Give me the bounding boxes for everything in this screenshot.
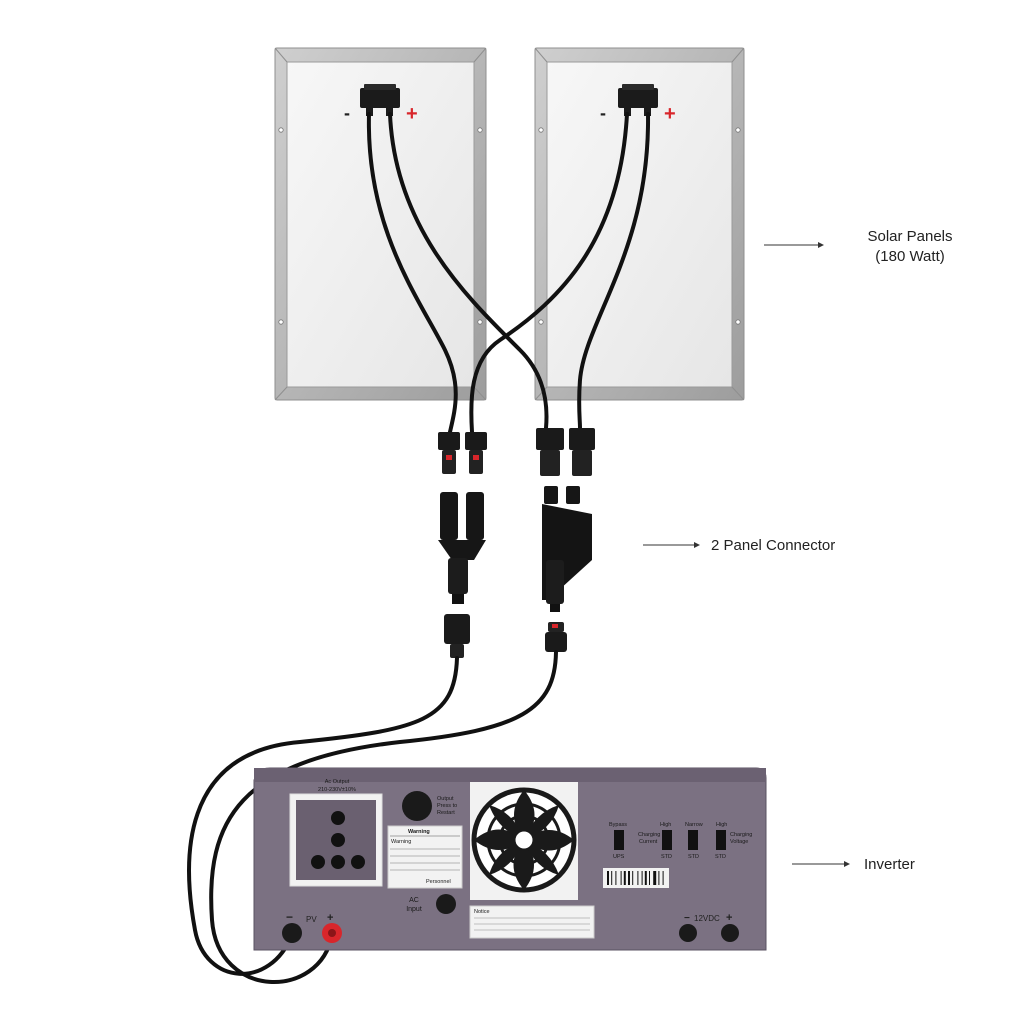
dc-plus-sign: + [726, 912, 732, 924]
mc4-connectors-left [438, 432, 487, 474]
dc-negative-terminal[interactable] [679, 924, 697, 942]
ac-output-voltage: 210-230V±10% [318, 787, 356, 793]
solar-panel-left: - + [274, 47, 487, 401]
callout-inverter: Inverter [792, 856, 915, 873]
warning-text: Warning [391, 839, 411, 845]
barcode-bar [658, 871, 660, 885]
barcode-bar [623, 871, 626, 885]
positive-terminal-label: + [664, 103, 676, 125]
pv-negative-terminal[interactable] [282, 923, 302, 943]
panel-cables [366, 112, 651, 434]
mc4-connectors-right [536, 428, 595, 476]
charging-current-switch[interactable]: High Charging Current STD [638, 822, 672, 860]
switch-top-label: High [716, 822, 727, 828]
cooling-fan [470, 782, 578, 900]
switch-bottom-label: STD [688, 854, 699, 860]
narrow-switch[interactable]: Narrow STD [685, 822, 703, 860]
notice-label: Notice [469, 905, 595, 939]
dc-terminals: − 12VDC + [679, 912, 739, 942]
switch-top-label: High [660, 822, 671, 828]
switch-top-label: Bypass [609, 822, 627, 828]
barcode-bar [649, 871, 650, 885]
switch-mid-label: Charging [730, 832, 752, 838]
negative-terminal-label: - [344, 103, 350, 123]
switch-bottom-label: STD [715, 854, 726, 860]
barcode-bar [641, 871, 643, 885]
switch-bottom-label: STD [661, 854, 672, 860]
switch-mid-label: Charging [638, 832, 660, 838]
switch-mid-label-2: Voltage [730, 839, 748, 845]
callout-solar-panels-sub: (180 Watt) [875, 248, 944, 265]
solar-panel-right: - + [534, 47, 745, 401]
pv-plus-sign: + [327, 912, 333, 924]
ac-output-socket: Ac Output 210-230V±10% [289, 779, 383, 887]
y-branch-connector-left [438, 492, 486, 604]
switch-top-label: Narrow [685, 822, 703, 828]
ac-input-port[interactable]: AC Input [406, 894, 456, 914]
mode-switches: Bypass UPS High Charging Current STD Nar… [609, 822, 752, 860]
extension-plug-right [545, 622, 567, 652]
pv-minus-sign: − [286, 910, 293, 924]
ac-output-label: Ac Output [325, 779, 350, 785]
barcode-bar [607, 871, 609, 885]
callout-solar-panels-title: Solar Panels [867, 228, 952, 245]
callout-solar-panels: Solar Panels (180 Watt) [764, 228, 953, 265]
switch-bottom-label: UPS [613, 854, 625, 860]
warning-label: Warning Warning Personnel [387, 825, 463, 889]
barcode-bar [662, 871, 664, 885]
dc-label: 12VDC [694, 914, 720, 923]
inverter-unit: Ac Output 210-230V±10% Output Press to R… [253, 767, 767, 951]
y-branch-connector-right [542, 486, 592, 612]
dc-positive-terminal[interactable] [721, 924, 739, 942]
barcode-label [603, 868, 669, 888]
warning-title: Warning [408, 829, 430, 835]
callout-inverter-text: Inverter [864, 856, 915, 873]
barcode-bar [620, 871, 622, 885]
extension-plug-left [444, 614, 470, 658]
notice-title: Notice [474, 909, 490, 915]
barcode-bar [653, 871, 657, 885]
callout-panel-connector: 2 Panel Connector [643, 537, 835, 554]
bypass-ups-switch[interactable]: Bypass UPS [609, 822, 627, 860]
barcode-bar [611, 871, 613, 885]
barcode-bar [637, 871, 639, 885]
negative-terminal-label: - [600, 103, 606, 123]
barcode-bar [644, 871, 647, 885]
positive-terminal-label: + [406, 103, 418, 125]
charging-voltage-switch[interactable]: High Charging Voltage STD [715, 822, 752, 860]
junction-box [618, 84, 658, 116]
cables-to-inverter [187, 650, 558, 984]
output-restart-button[interactable]: Output Press to Restart [402, 791, 457, 821]
ac-input-sub: Input [406, 906, 422, 913]
pv-label: PV [306, 915, 317, 924]
personnel-text: Personnel [426, 879, 451, 885]
ac-input-label: AC [409, 897, 419, 904]
barcode-bar [615, 871, 617, 885]
dc-minus-sign: − [684, 913, 690, 924]
output-label: Output [437, 796, 454, 802]
junction-box [360, 84, 400, 116]
output-restart-label: Restart [437, 810, 455, 816]
barcode-bar [628, 871, 630, 885]
barcode-bar [632, 871, 634, 885]
switch-mid-label-2: Current [639, 839, 658, 845]
callout-connector-text: 2 Panel Connector [711, 537, 835, 554]
pv-terminals: − PV + [282, 910, 342, 943]
output-press-label: Press to [437, 803, 457, 809]
